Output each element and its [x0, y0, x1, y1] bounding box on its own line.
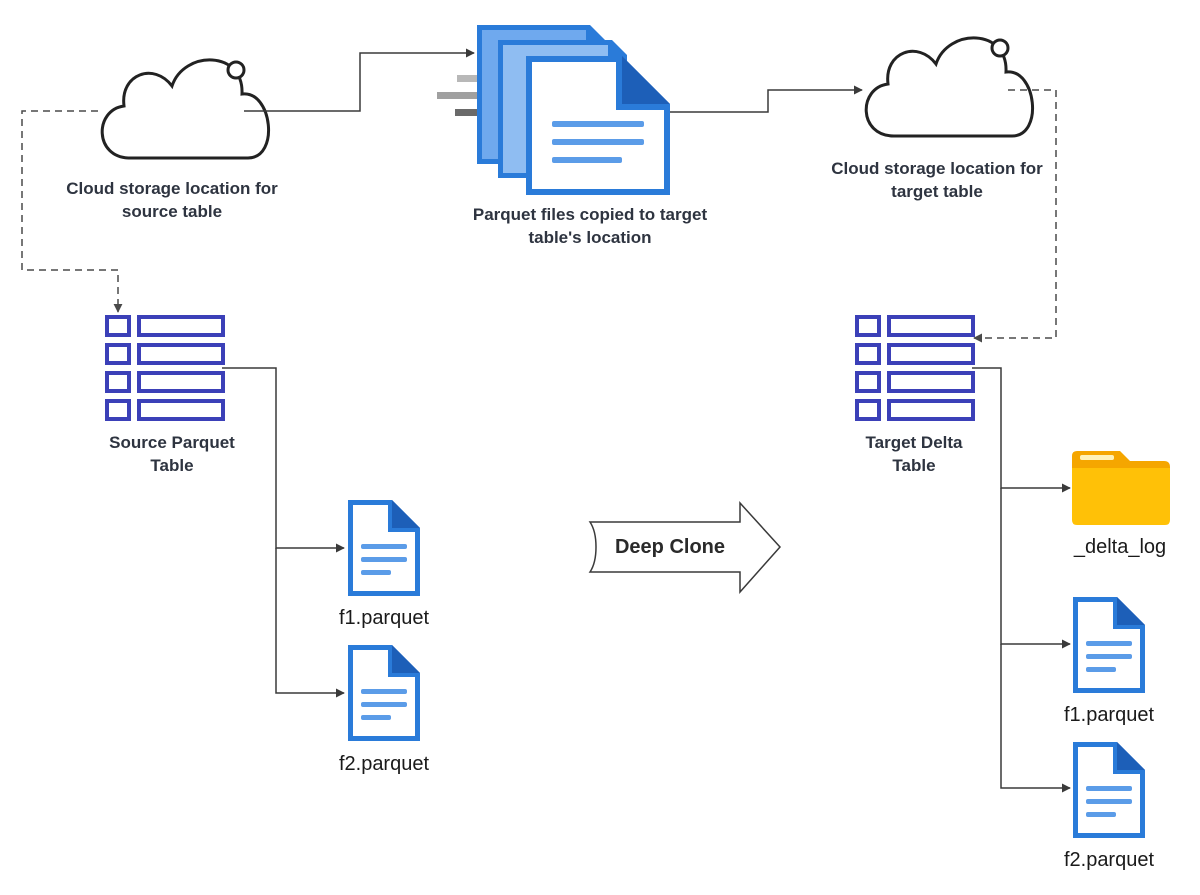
source-cloud-label-line2: source table: [122, 202, 222, 221]
connector-source-to-f1: [222, 367, 345, 553]
parquet-file-icon: [348, 500, 420, 596]
dashed-connector-source-cloud-to-table: [21, 110, 123, 313]
cloud-icon: [100, 58, 271, 160]
connector-target-to-delta-log: [972, 367, 1071, 493]
connector-target-to-f2: [1000, 644, 1071, 793]
copied-files-label-line2: table's location: [528, 228, 651, 247]
deep-clone-label: Deep Clone: [615, 536, 725, 558]
connector-source-to-f2: [275, 548, 345, 698]
target-file-f1: f1.parquet: [1064, 597, 1155, 726]
cloud-icon: [864, 36, 1035, 138]
arrow-right-icon: [588, 501, 782, 594]
table-icon: [105, 315, 225, 421]
dashed-connector-target-cloud-to-table: [973, 89, 1057, 343]
target-cloud-label-line1: Cloud storage location for: [831, 159, 1043, 178]
source-cloud-label-line1: Cloud storage location for: [66, 179, 278, 198]
source-table: Source Parquet Table: [105, 315, 235, 475]
source-table-label-line1: Source Parquet: [109, 433, 235, 452]
source-file-f2-label: f2.parquet: [339, 753, 430, 775]
source-file-f1: f1.parquet: [339, 500, 430, 629]
parquet-file-icon: [348, 645, 420, 741]
target-file-f2: f2.parquet: [1064, 742, 1155, 871]
target-cloud-label-line2: target table: [891, 182, 983, 201]
copied-files: Parquet files copied to target table's l…: [437, 25, 707, 247]
copied-files-label-line1: Parquet files copied to target: [473, 205, 708, 224]
connector-target-to-f1: [1000, 488, 1071, 649]
parquet-file-icon: [1073, 597, 1145, 693]
source-cloud: Cloud storage location for source table: [66, 58, 278, 221]
folder-icon: [1072, 451, 1170, 525]
source-file-f2: f2.parquet: [339, 645, 430, 775]
source-file-f1-label: f1.parquet: [339, 607, 430, 629]
target-table-label-line1: Target Delta: [866, 433, 964, 452]
source-table-label-line2: Table: [150, 456, 193, 475]
target-table-label-line2: Table: [892, 456, 935, 475]
file-stack-icon: [437, 25, 670, 195]
connector-source-to-files: [244, 48, 475, 112]
target-file-f1-label: f1.parquet: [1064, 704, 1155, 726]
delta-log-folder: _delta_log: [1072, 451, 1170, 558]
target-file-f2-label: f2.parquet: [1064, 849, 1155, 871]
deep-clone-arrow: Deep Clone: [588, 501, 782, 594]
table-icon: [855, 315, 975, 421]
target-cloud: Cloud storage location for target table: [831, 36, 1043, 201]
parquet-file-icon: [1073, 742, 1145, 838]
target-table: Target Delta Table: [855, 315, 975, 475]
delta-log-label: _delta_log: [1073, 536, 1166, 558]
connector-files-to-target: [670, 85, 863, 113]
